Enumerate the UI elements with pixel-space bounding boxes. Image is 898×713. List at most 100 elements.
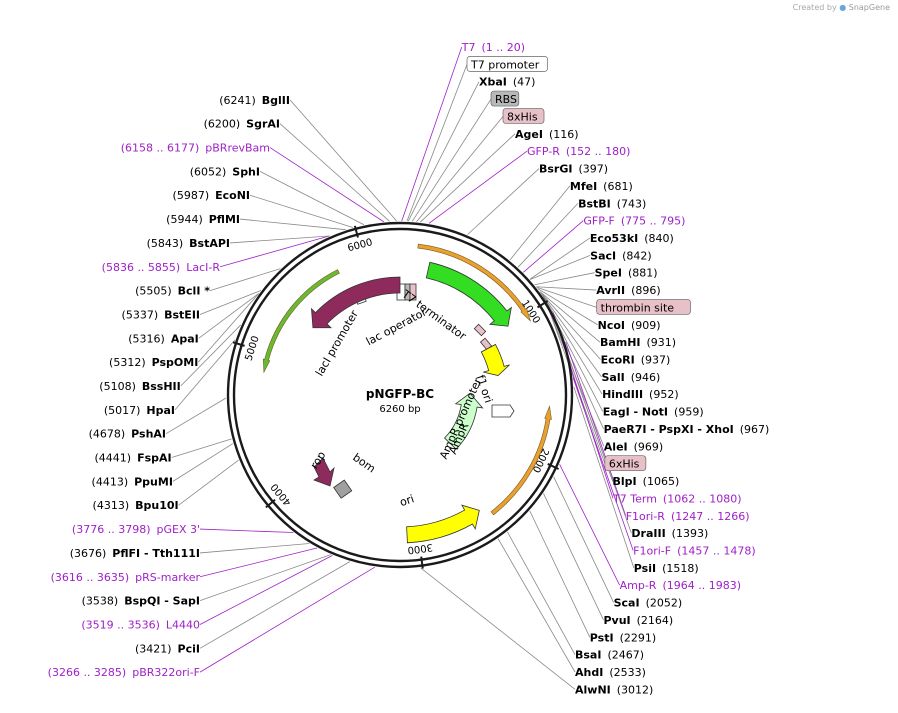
leader-line — [269, 147, 385, 223]
label-text: (6200) SgrAI — [204, 118, 280, 131]
label-pbr322ori-f: (3266 .. 3285)pBR322ori-F — [48, 666, 200, 679]
label-6xhis: 6xHis — [604, 455, 647, 472]
leader-line — [523, 220, 584, 273]
label-avrii: AvrII(896) — [596, 284, 661, 297]
label-psii: PsiI(1518) — [634, 562, 699, 575]
leader-line — [540, 292, 601, 360]
label-name: F1ori-F — [633, 544, 671, 557]
label-thrombin-site: thrombin site — [596, 299, 691, 315]
leader-line — [534, 272, 595, 286]
label-name: SalI — [601, 371, 624, 384]
label-coord: (152 .. 180) — [566, 145, 631, 158]
leader-line — [178, 459, 239, 506]
label-coord: (2467) — [607, 649, 644, 662]
label-name: PflMI — [209, 213, 240, 226]
leader-line — [259, 171, 365, 226]
label-text: (4678)PshAI — [89, 428, 166, 441]
label-text: (3676)PflFI - Tth111I — [70, 547, 200, 560]
label-coord: (1393) — [672, 527, 709, 540]
inner-label-ori: ori — [398, 492, 416, 509]
label-name: thrombin site — [601, 301, 675, 314]
leader-line — [517, 202, 579, 268]
label-paer7i-pspxi-xhoi: PaeR7I - PspXI - XhoI(967) — [604, 423, 770, 436]
leader-line — [199, 547, 318, 578]
label-name: LacI-R — [186, 261, 220, 274]
label-coord: (3012) — [617, 683, 654, 696]
label-econi: (5987)EcoNI — [173, 189, 250, 202]
label-coord: (743) — [617, 197, 647, 210]
label-name: PsiI — [634, 562, 656, 575]
leader-line — [536, 286, 597, 308]
label-text: (5108)BssHII — [99, 380, 180, 393]
feature-gfpuv-arrow — [425, 261, 512, 327]
label-text: (5312)PspOMI — [109, 356, 198, 369]
orf-arrow — [417, 243, 532, 322]
label-coord: (952) — [649, 388, 679, 401]
leader-line — [497, 538, 576, 673]
leader-line — [239, 218, 346, 231]
label-alwni: AlwNI(3012) — [575, 683, 653, 696]
leader-line — [199, 561, 351, 649]
label-text: BamHI(931) — [600, 336, 676, 349]
label-name: ScaI — [614, 597, 640, 610]
label-name: PvuI — [603, 614, 630, 627]
label-coord: (6200) — [204, 118, 241, 131]
label-coord: (5316) — [128, 332, 165, 345]
tick-mark — [265, 498, 276, 509]
label-bsshii: (5108)BssHII — [99, 380, 180, 393]
tick-label: 5000 — [244, 335, 262, 363]
label-hindiii: HindIII(952) — [602, 388, 679, 401]
leader-line — [536, 286, 597, 291]
label-text: HindIII(952) — [602, 388, 679, 401]
label-text: PaeR7I - PspXI - XhoI(967) — [604, 423, 770, 436]
backbone-inner-ring — [232, 227, 568, 563]
leader-line — [572, 377, 634, 551]
leader-line — [416, 116, 504, 223]
label-name: SgrAI — [246, 118, 280, 131]
leader-line — [198, 293, 259, 339]
label-gfp-r: GFP-R(152 .. 180) — [527, 145, 630, 158]
label-alei: AleI(969) — [604, 440, 663, 453]
label-text: T7 Term(1062 .. 1080) — [612, 492, 741, 505]
label-text: ScaI(2052) — [614, 597, 683, 610]
label-name: PspOMI — [152, 356, 199, 369]
tick-mark — [420, 556, 424, 569]
tick-mark — [547, 463, 560, 470]
label-name: EcoNI — [215, 189, 250, 202]
label-name: XbaI — [479, 76, 507, 89]
feature-laci-arrow — [310, 276, 401, 329]
leader-line — [199, 528, 294, 533]
label-text: (5017)HpaI — [104, 404, 175, 417]
label-pshai: (4678)PshAI — [89, 428, 166, 441]
label-8xhis: 8xHis — [502, 108, 545, 124]
label-eagi-noti: EagI - NotI(959) — [603, 406, 704, 419]
label-agei: AgeI(116) — [515, 128, 579, 141]
label-pspomi: (5312)PspOMI — [109, 356, 198, 369]
label-box — [466, 56, 548, 72]
label-name: Eco53kI — [590, 232, 638, 245]
label-text: BlpI(1065) — [613, 475, 680, 488]
label-coord: (3519 .. 3536) — [81, 618, 160, 631]
label-text: BsaI(2467) — [575, 649, 644, 662]
label-ecori: EcoRI(937) — [601, 354, 671, 367]
label-coord: (896) — [631, 284, 661, 297]
credit-prefix: Created by — [792, 3, 837, 12]
label-name: BlpI — [613, 475, 637, 488]
label-coord: (6241) — [219, 94, 256, 107]
label-text: (5944)PflMI — [166, 213, 240, 226]
label-eco53ki: Eco53kI(840) — [590, 232, 674, 245]
plasmid-name: pNGFP-BC — [366, 387, 434, 401]
outer-labels: T7(1 .. 20)T7 promoterXbaI(47)RBS8xHisAg… — [48, 41, 770, 696]
label-name: EagI - NotI — [603, 406, 668, 419]
tick-mark — [232, 341, 245, 347]
tick-label: 3000 — [407, 541, 434, 555]
label-t7-term: T7 Term(1062 .. 1080) — [612, 492, 741, 505]
label-coord: (1457 .. 1478) — [677, 544, 756, 557]
label-text: (3266 .. 3285)pBR322ori-F — [48, 666, 200, 679]
label-coord: (4313) — [93, 499, 130, 512]
label-name: AhdI — [575, 666, 603, 679]
label-name: PshAI — [131, 428, 166, 441]
label-coord: (842) — [622, 249, 652, 262]
label-coord: (881) — [628, 267, 658, 280]
leader-line — [199, 543, 310, 554]
